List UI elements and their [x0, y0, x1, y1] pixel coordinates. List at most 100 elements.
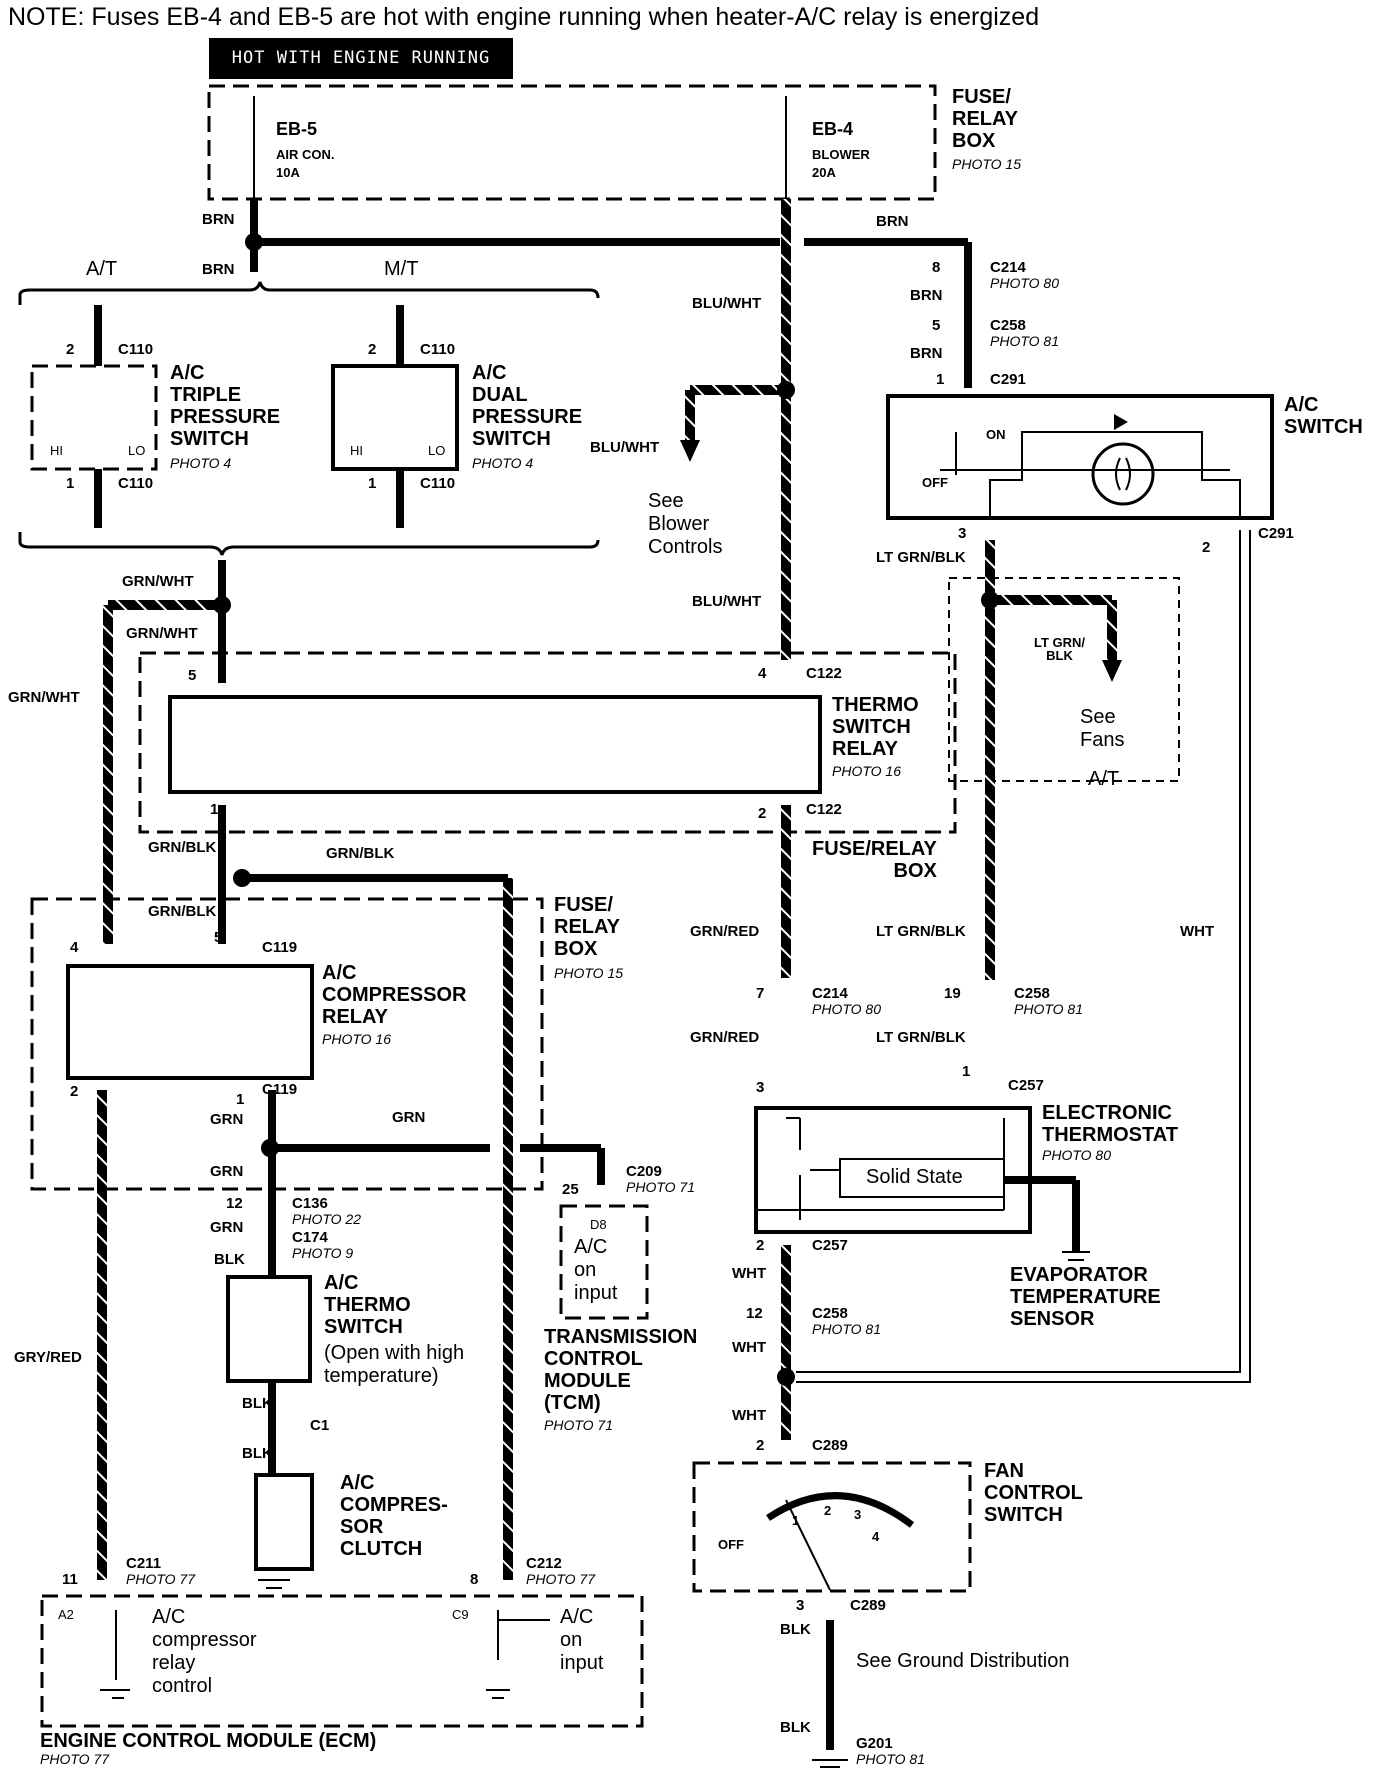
hi-label-1: HI [50, 443, 63, 458]
fuse-relay-box-left [30, 897, 544, 1191]
pin-2-c122: 2 [758, 805, 767, 822]
c257-bot: C257 [812, 1237, 848, 1254]
wire-gry-red: GRY/RED [14, 1349, 82, 1366]
pin-c9: C9 [452, 1607, 469, 1622]
c119-top: C119 [262, 939, 298, 956]
ac-switch-label: A/C SWITCH [1284, 394, 1363, 438]
g201-label: G201 [856, 1735, 893, 1752]
wire-grn-wht-2: GRN/WHT [126, 625, 198, 642]
tcm-label: TRANSMISSION CONTROL MODULE (TCM) [544, 1326, 698, 1414]
c258-bot: C258 [812, 1305, 848, 1322]
wire-lt-grn-blk-2: LT GRN/ BLK [1034, 635, 1086, 663]
c209-photo: PHOTO 71 [626, 1179, 695, 1195]
electronic-thermostat-label: ELECTRONIC THERMOSTAT [1042, 1102, 1178, 1146]
see-blower-controls: See Blower Controls [648, 490, 723, 558]
wire-grn-red-1: GRN/RED [690, 923, 760, 940]
eb5-label: EB-5 [276, 119, 318, 139]
pin-3-c289: 3 [796, 1597, 805, 1614]
mt-label: M/T [384, 258, 419, 280]
evaporator-sensor-label: EVAPORATOR TEMPERATURE SENSOR [1010, 1264, 1161, 1330]
wire-blu-wht-2: BLU/WHT [590, 439, 660, 456]
pin-1-dual: 1 [368, 475, 377, 492]
wire-wht-4: WHT [732, 1407, 767, 1424]
c258-mid: C258 [1014, 985, 1050, 1002]
fan-control-box [692, 1461, 972, 1593]
wire-brn-3: BRN [202, 261, 235, 278]
clutch-box [254, 1473, 314, 1571]
eb5-rating: 10A [276, 165, 300, 180]
compressor-relay-label: A/C COMPRESSOR RELAY [322, 962, 467, 1028]
c291-top: C291 [990, 371, 1026, 388]
c122-bot: C122 [806, 801, 842, 818]
pin-8-c214: 8 [932, 259, 941, 276]
eb4-name: BLOWER [812, 147, 870, 162]
at-label: A/T [86, 258, 118, 280]
wire-brn-5: BRN [910, 345, 943, 362]
pin-a2: A2 [58, 1607, 74, 1622]
pin-5-c258: 5 [932, 317, 941, 334]
c291-bot: C291 [1258, 525, 1294, 542]
pin-2-c289: 2 [756, 1437, 765, 1454]
c110-dual-bot: C110 [420, 475, 456, 492]
pin-3-c257: 3 [756, 1079, 765, 1096]
fuse-relay-box-top [207, 84, 937, 201]
wire-grn-1: GRN [210, 1111, 244, 1128]
wire-grn-3: GRN [210, 1163, 244, 1180]
fan-pos-1: 1 [792, 1513, 800, 1528]
wire-lt-grn-blk-1: LT GRN/BLK [876, 549, 966, 566]
electronic-thermostat-box [754, 1106, 1032, 1234]
pin-4-c119: 4 [70, 939, 79, 956]
eb4-label: EB-4 [812, 119, 854, 139]
ecm-photo: PHOTO 77 [40, 1751, 109, 1767]
at-fans-box [948, 577, 1180, 782]
c258-mid-photo: PHOTO 81 [1014, 1001, 1083, 1017]
c258-photo: PHOTO 81 [990, 333, 1059, 349]
wire-blk-5: BLK [780, 1719, 811, 1736]
fuse-box-left-photo: PHOTO 15 [554, 965, 623, 981]
pin-2-c291: 2 [1202, 539, 1211, 556]
wire-grn-blk-2: GRN/BLK [326, 845, 395, 862]
wire-blu-wht-3: BLU/WHT [692, 593, 762, 610]
wire-grn-2: GRN [392, 1109, 426, 1126]
c110-triple-bot: C110 [118, 475, 154, 492]
wire-wht-3: WHT [732, 1339, 767, 1356]
fuse-relay-box-mid [138, 651, 957, 834]
wire-brn-1: BRN [202, 211, 235, 228]
solid-state-label: Solid State [866, 1166, 963, 1188]
tcm-photo: PHOTO 71 [544, 1417, 613, 1433]
compressor-relay-photo: PHOTO 16 [322, 1031, 391, 1047]
wire-blu-wht-1: BLU/WHT [692, 295, 762, 312]
ecm-relay-control-label: A/C compressor relay control [152, 1606, 257, 1697]
pin-2-c119: 2 [70, 1083, 79, 1100]
wire-grn-blk-3: GRN/BLK [148, 903, 217, 920]
thermo-switch-label: A/C THERMO SWITCH [324, 1272, 411, 1338]
wire-wht-2: WHT [732, 1265, 767, 1282]
pin-1-c122: 1 [210, 801, 219, 818]
triple-pressure-switch-label: A/C TRIPLE PRESSURE SWITCH [170, 362, 281, 450]
off-label: OFF [922, 475, 948, 490]
on-label: ON [986, 427, 1006, 442]
pin-3-c291: 3 [958, 525, 967, 542]
see-ground-distribution: See Ground Distribution [856, 1650, 1070, 1672]
wire-wht-1: WHT [1180, 923, 1215, 940]
fan-pos-4: 4 [872, 1529, 880, 1544]
pin-1-c119: 1 [236, 1091, 245, 1108]
lo-label-2: LO [428, 443, 446, 458]
ecm-box [40, 1594, 644, 1728]
c289-top: C289 [812, 1437, 848, 1454]
c136-photo: PHOTO 22 [292, 1211, 361, 1227]
triple-photo: PHOTO 4 [170, 455, 232, 471]
c258-bot-photo: PHOTO 81 [812, 1321, 881, 1337]
c212-photo: PHOTO 77 [526, 1571, 595, 1587]
ecm-label: ENGINE CONTROL MODULE (ECM) [40, 1730, 377, 1752]
compressor-relay-box [66, 964, 314, 1080]
wire-blk-4: BLK [780, 1621, 811, 1638]
fuse-box-top-photo: PHOTO 15 [952, 156, 1021, 172]
wire-blk-1: BLK [214, 1251, 245, 1268]
pin-1-triple: 1 [66, 475, 75, 492]
dual-switch-box [331, 364, 459, 471]
hot-with-engine-running-label: HOT WITH ENGINE RUNNING [209, 38, 513, 79]
thermo-switch-box [226, 1275, 312, 1383]
pin-7-c214: 7 [756, 985, 765, 1002]
